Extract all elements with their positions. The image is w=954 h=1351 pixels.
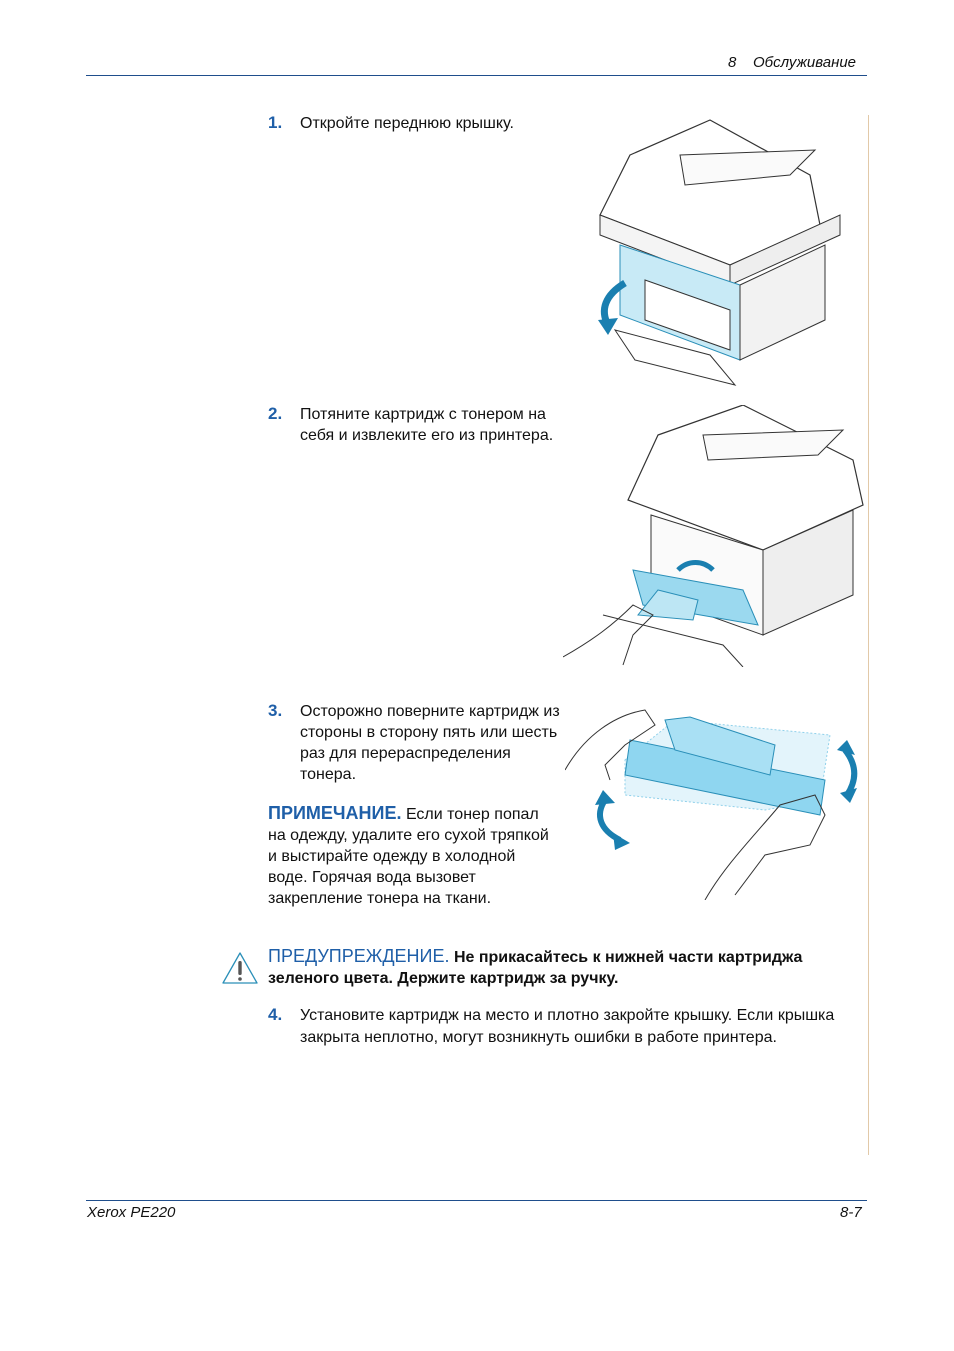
step-4-text: Установите картридж на место и плотно за…: [300, 1007, 835, 1046]
warning-text: Не прикасайтесь к нижней части картриджа…: [268, 949, 803, 987]
warning: ПРЕДУПРЕЖДЕНИЕ. Не прикасайтесь к нижней…: [268, 946, 858, 989]
header-rule: [86, 75, 867, 76]
step-1-text: Откройте переднюю крышку.: [300, 115, 514, 132]
footer-product: Xerox PE220: [87, 1204, 176, 1221]
footer-rule: [86, 1200, 867, 1201]
step-2-text: Потяните картридж с тонером на себя и из…: [300, 406, 554, 444]
step-3-text: Осторожно поверните картридж из стороны …: [300, 703, 560, 783]
footer-page-number: 8-7: [840, 1204, 862, 1221]
warning-icon: [222, 952, 258, 984]
step-4-number: 4.: [268, 1005, 283, 1024]
note: ПРИМЕЧАНИЕ. Если тонер попал на одежду, …: [268, 803, 553, 909]
step-1-number: 1.: [268, 113, 283, 132]
note-text: Если тонер попал на одежду, удалите его …: [268, 806, 549, 907]
note-label: ПРИМЕЧАНИЕ.: [268, 803, 402, 823]
warning-label: ПРЕДУПРЕЖДЕНИЕ.: [268, 946, 450, 966]
margin-line: [868, 115, 869, 1155]
remove-cartridge-illustration: [563, 405, 864, 667]
header-chapter-number: 8: [728, 54, 737, 71]
printer-open-cover-illustration: [598, 119, 841, 386]
shake-cartridge-illustration: [565, 709, 858, 900]
step-2-number: 2.: [268, 404, 283, 423]
step-3-number: 3.: [268, 701, 283, 720]
header-chapter-title: Обслуживание: [753, 54, 857, 71]
